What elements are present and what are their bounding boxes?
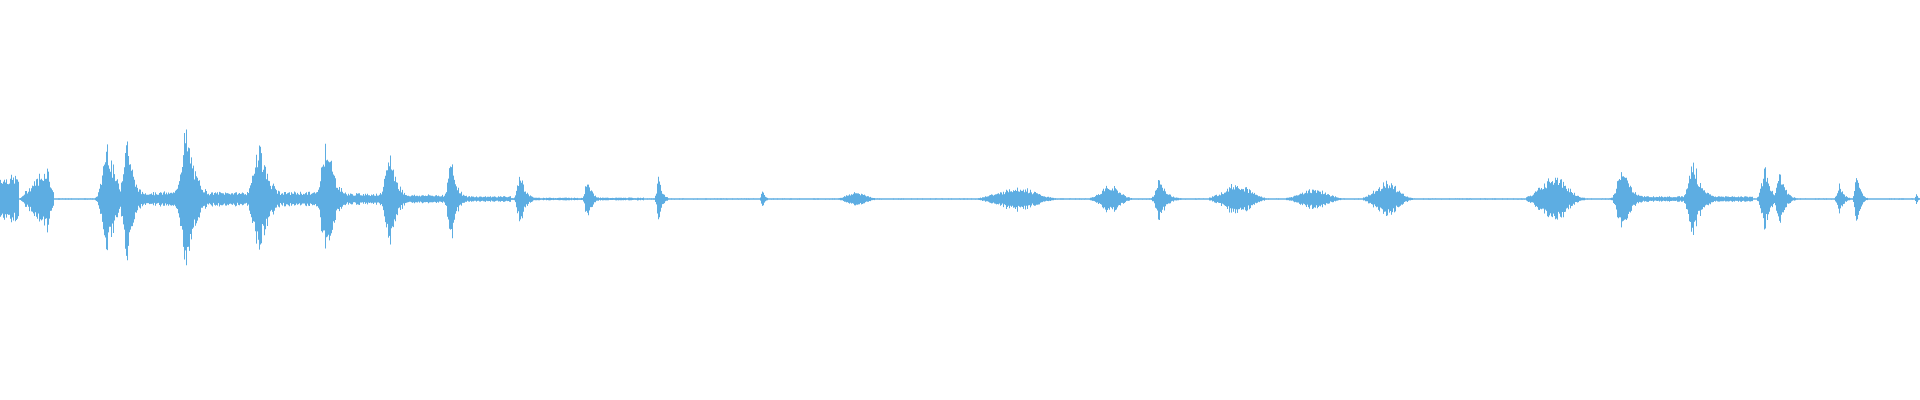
waveform-bars xyxy=(0,129,1920,266)
